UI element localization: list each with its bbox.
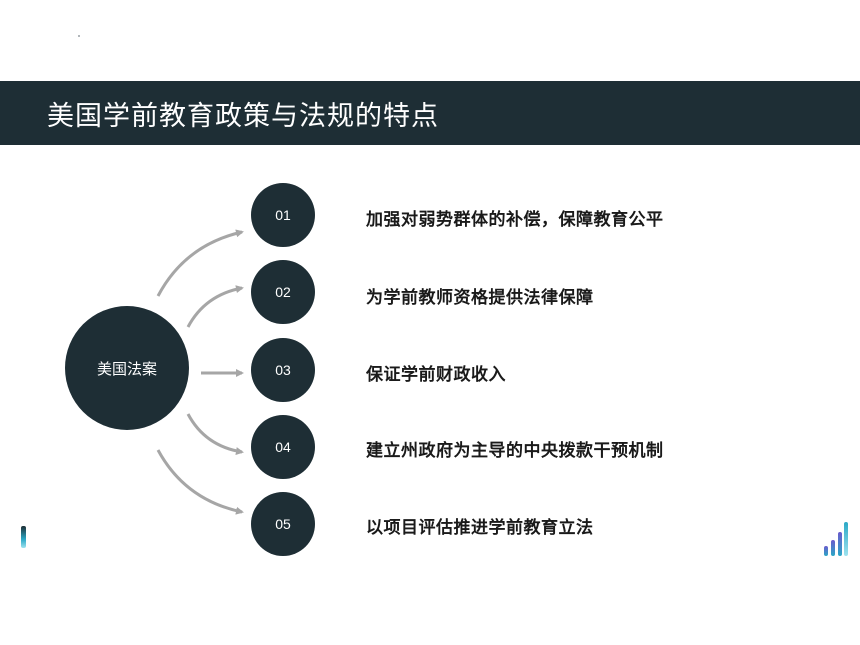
number-node-05: 05 <box>251 492 315 556</box>
number-node-01: 01 <box>251 183 315 247</box>
page-title: 美国学前教育政策与法规的特点 <box>47 100 439 132</box>
title-bar: 美国学前教育政策与法规的特点 <box>0 81 860 145</box>
number-label: 03 <box>275 362 291 378</box>
decorative-dot <box>78 35 80 37</box>
item-text-05: 以项目评估推进学前教育立法 <box>366 518 594 538</box>
item-text-03: 保证学前财政收入 <box>366 365 506 385</box>
number-label: 05 <box>275 516 291 532</box>
number-node-04: 04 <box>251 415 315 479</box>
number-label: 04 <box>275 439 291 455</box>
item-text-04: 建立州政府为主导的中央拨款干预机制 <box>366 441 664 461</box>
arrow-to-05 <box>156 449 244 515</box>
number-node-02: 02 <box>251 260 315 324</box>
item-text-01: 加强对弱势群体的补偿，保障教育公平 <box>366 210 664 230</box>
arrow-to-02 <box>186 285 244 328</box>
number-label: 01 <box>275 207 291 223</box>
center-node: 美国法案 <box>65 306 189 430</box>
center-label: 美国法案 <box>96 359 157 378</box>
arrow-to-04 <box>186 413 244 455</box>
number-node-03: 03 <box>251 338 315 402</box>
decorative-bar-left <box>21 526 26 548</box>
number-label: 02 <box>275 284 291 300</box>
item-text-02: 为学前教师资格提供法律保障 <box>366 288 594 308</box>
decorative-bars-right-icon <box>822 520 848 556</box>
arrow-to-01 <box>156 229 244 297</box>
